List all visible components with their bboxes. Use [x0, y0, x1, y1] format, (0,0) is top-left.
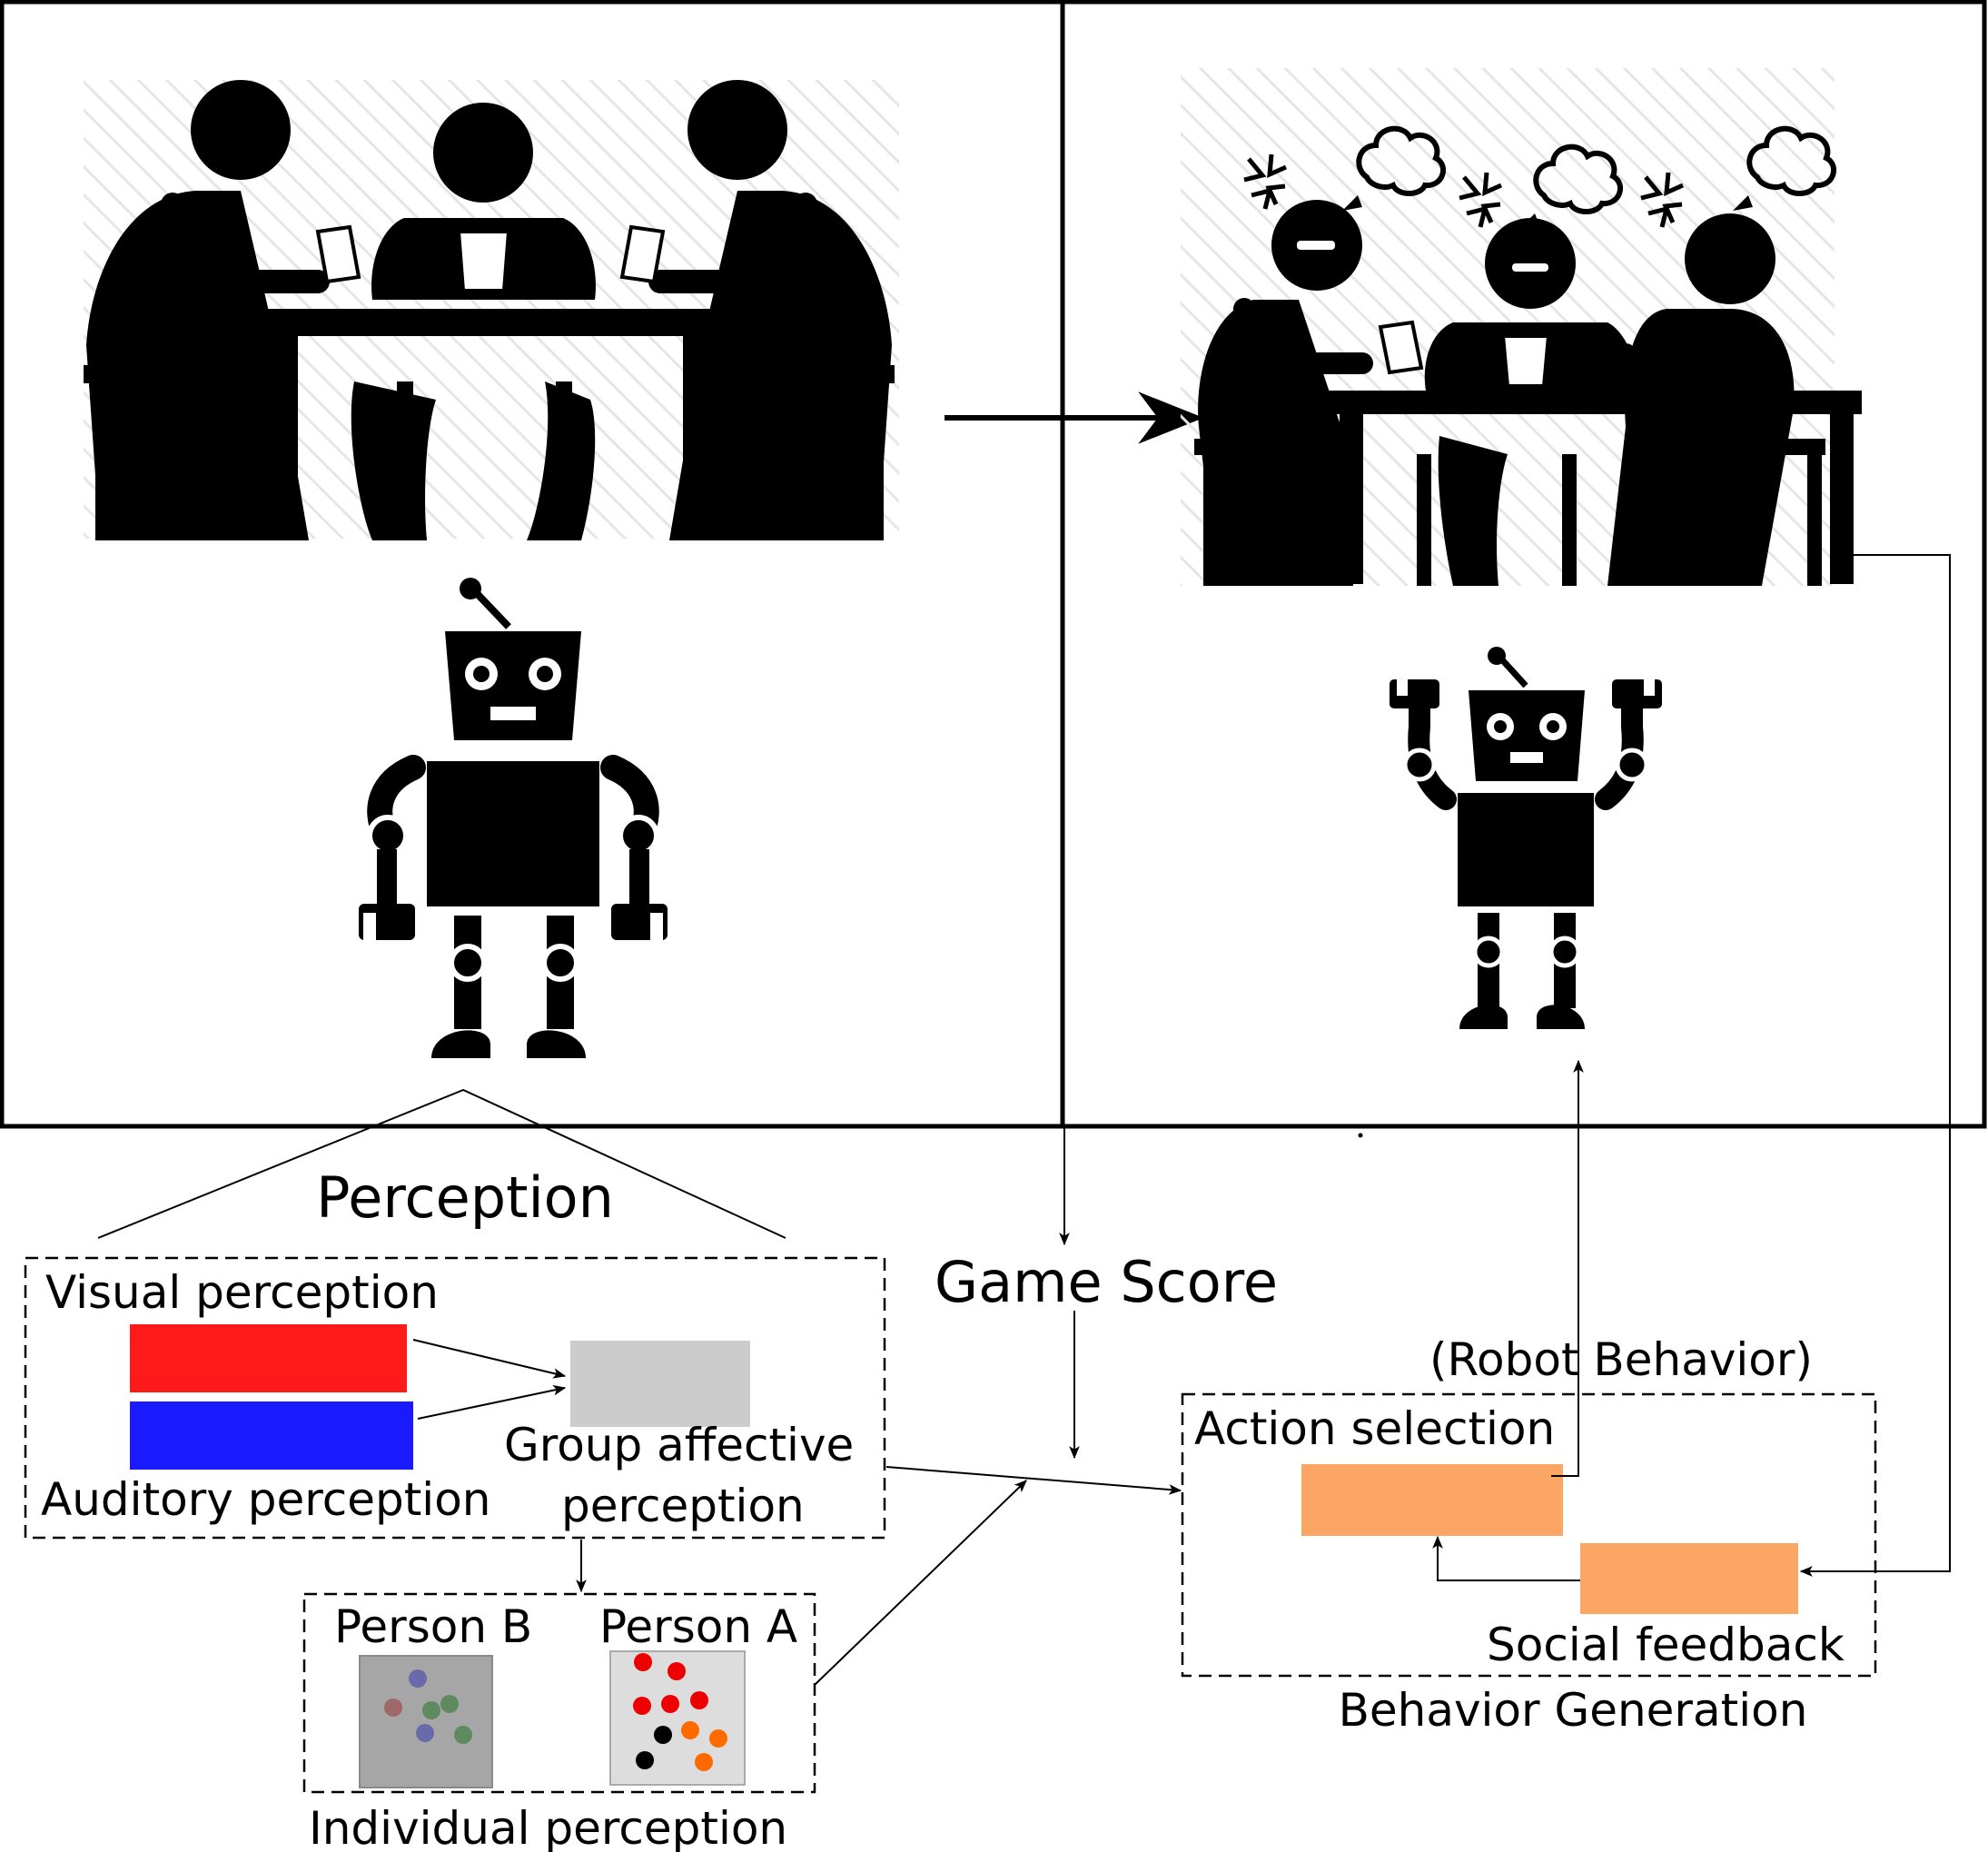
group-affective-box: [570, 1341, 750, 1427]
person-b-label: Person B: [334, 1600, 532, 1653]
visual-perception-label: Visual perception: [45, 1266, 439, 1319]
auditory-perception-label: Auditory perception: [41, 1473, 490, 1526]
person-a-label: Person A: [599, 1600, 797, 1653]
person-a-points: [633, 1653, 727, 1771]
perception-title: Perception: [316, 1164, 614, 1231]
perception-to-behavior-arrow: [885, 1466, 1182, 1495]
scene-frame: [0, 0, 1987, 1129]
feedback-to-action-arrow: [1432, 1535, 1580, 1581]
angry-people-playing-cards-icon: [1181, 68, 1862, 586]
perception-box: [24, 1256, 886, 1540]
social-feedback-label: Social feedback: [1487, 1619, 1845, 1671]
auditory-perception-bar: [130, 1401, 413, 1470]
action-selection-box: [1301, 1464, 1563, 1536]
scene-to-feedback-arrow: [1799, 554, 1951, 1577]
group-affective-label-line1: Group affective: [504, 1419, 854, 1471]
action-to-robot-arrow: [1551, 1059, 1584, 1477]
social-feedback-box: [1580, 1543, 1798, 1614]
stray-dot: [1358, 1133, 1363, 1138]
robot-cheering-icon: [1390, 647, 1662, 1029]
visual-to-group-arrow: [412, 1339, 567, 1379]
behavior-generation-label: Behavior Generation: [1339, 1684, 1808, 1737]
robot-standing-icon: [359, 578, 668, 1058]
auditory-to-group-arrow: [417, 1384, 567, 1420]
robot-behavior-label: (Robot Behavior): [1429, 1333, 1813, 1386]
group-affective-label-line2: perception: [561, 1480, 805, 1532]
visual-perception-bar: [130, 1324, 407, 1392]
action-selection-label: Action selection: [1194, 1402, 1555, 1455]
individual-perception-label: Individual perception: [309, 1802, 787, 1852]
behavior-generation-box: [1181, 1392, 1877, 1678]
individual-to-merge-arrow: [814, 1480, 1027, 1686]
people-playing-cards-icon: [84, 80, 899, 540]
perception-bracket: [97, 1088, 786, 1239]
individual-perception-box: [302, 1592, 816, 1794]
game-score-label: Game Score: [935, 1249, 1278, 1315]
person-b-points: [384, 1669, 472, 1744]
